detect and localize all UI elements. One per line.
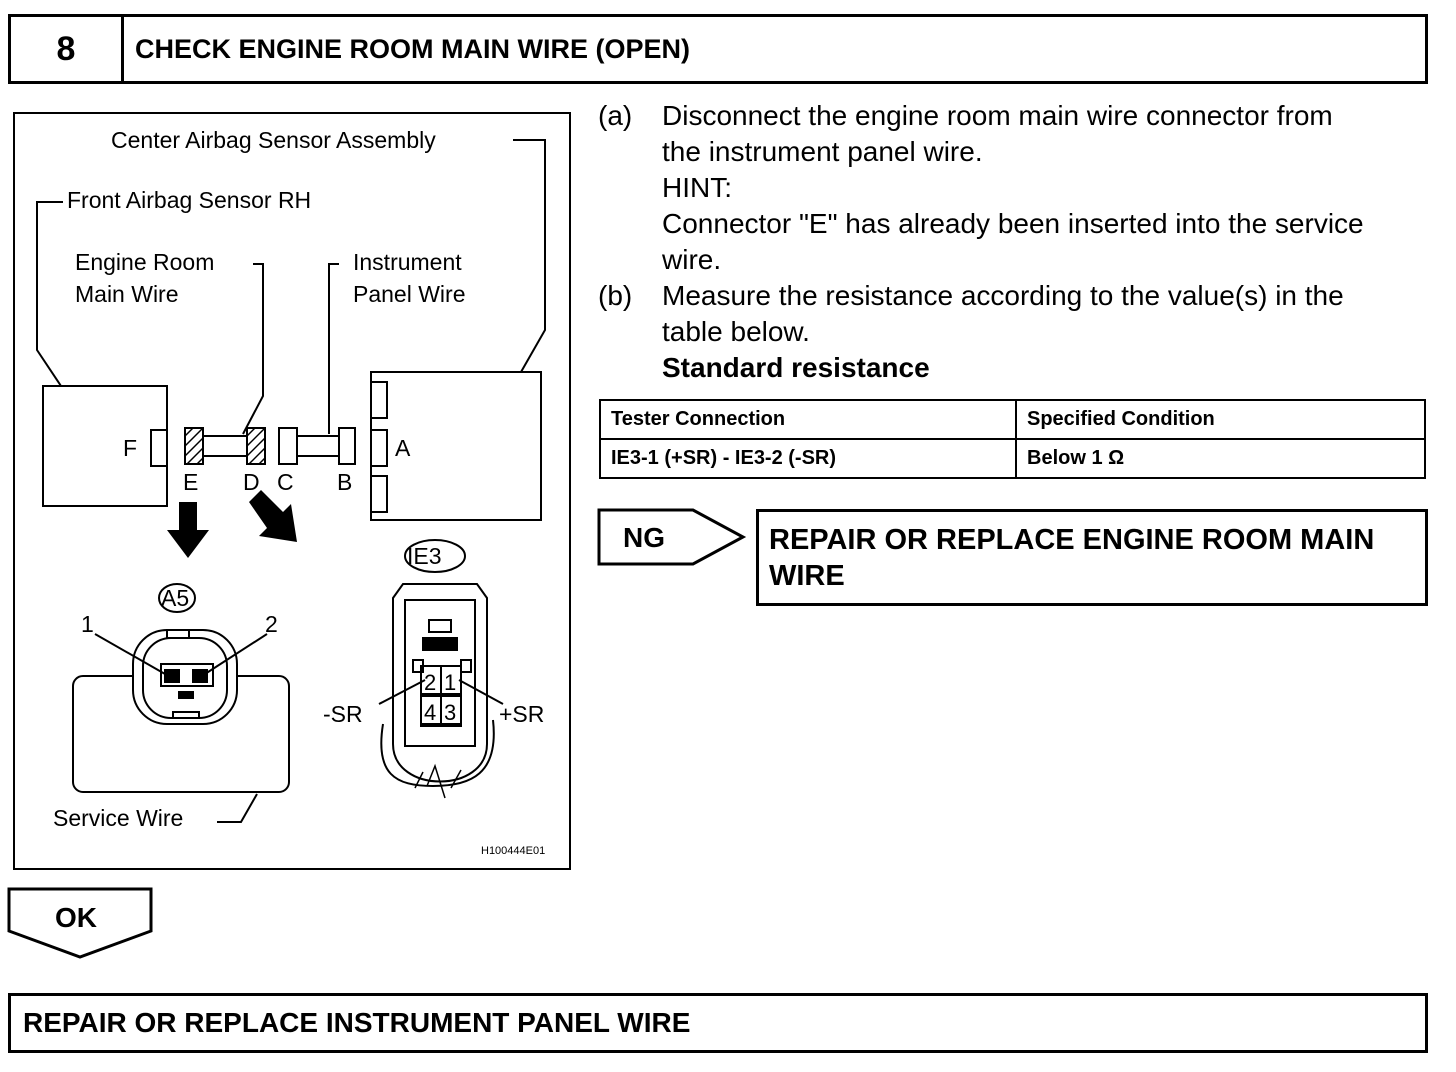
standard-label: Standard resistance xyxy=(662,352,930,383)
table-cell: Below 1 Ω xyxy=(1015,438,1426,479)
label-engine-room-2: Main Wire xyxy=(75,281,179,307)
ng-label: NG xyxy=(623,522,665,553)
ng-action-box: REPAIR OR REPLACE ENGINE ROOM MAIN WIRE xyxy=(756,509,1428,606)
wiring-figure: Center Airbag Sensor Assembly Front Airb… xyxy=(13,112,571,870)
final-action-text: REPAIR OR REPLACE INSTRUMENT PANEL WIRE xyxy=(23,1007,691,1038)
label-connector-c: C xyxy=(277,469,294,495)
ok-arrow-icon: OK xyxy=(7,887,153,959)
label-front-sensor: Front Airbag Sensor RH xyxy=(67,187,311,213)
label-connector-a: A xyxy=(395,435,411,461)
hint-line-1: Connector "E" has already been inserted … xyxy=(662,208,1364,239)
step-number: 8 xyxy=(11,17,124,81)
ng-action-line-2: WIRE xyxy=(769,560,845,592)
ok-label: OK xyxy=(55,902,97,933)
ie3-connector-icon xyxy=(378,539,504,799)
ng-action-line-1: REPAIR OR REPLACE ENGINE ROOM MAIN xyxy=(769,524,1375,556)
wiring-diagram: Center Airbag Sensor Assembly Front Airb… xyxy=(36,127,546,857)
instruction-b-line-2: table below. xyxy=(662,316,810,347)
instruction-a-line-1: Disconnect the engine room main wire con… xyxy=(662,100,1333,131)
connector-f-shape xyxy=(150,429,168,467)
label-minus-sr: -SR xyxy=(323,701,363,727)
label-plus-sr: +SR xyxy=(499,701,544,727)
connector-c-shape xyxy=(278,427,298,465)
arrow-down-icon xyxy=(167,502,209,558)
step-title: CHECK ENGINE ROOM MAIN WIRE (OPEN) xyxy=(135,33,691,64)
figure-id: H100444E01 xyxy=(481,845,545,857)
label-connector-f: F xyxy=(123,435,137,461)
connector-a-top xyxy=(370,381,388,419)
instrument-leader xyxy=(328,263,339,434)
table-cell: IE3-1 (+SR) - IE3-2 (-SR) xyxy=(599,438,1017,479)
label-pin-1: 1 xyxy=(81,611,94,637)
label-ie3-pin-1: 1 xyxy=(444,670,456,695)
spec-table: Tester Connection Specified Condition IE… xyxy=(599,399,1426,479)
label-engine-room-1: Engine Room xyxy=(75,249,214,275)
label-ie3-pin-4: 4 xyxy=(424,700,436,725)
instruction-a-line-2: the instrument panel wire. xyxy=(662,136,983,167)
label-ie3-pin-3: 3 xyxy=(444,700,456,725)
front-sensor-box xyxy=(42,385,168,507)
table-header-row: Tester Connection Specified Condition xyxy=(599,399,1426,440)
label-a5: A5 xyxy=(161,585,189,611)
label-center-sensor: Center Airbag Sensor Assembly xyxy=(111,127,436,153)
center-sensor-leader xyxy=(513,139,546,373)
arrow-diagonal-icon xyxy=(249,490,297,542)
a5-connector-icon xyxy=(72,583,290,793)
hint-line-2: wire. xyxy=(662,244,722,275)
label-connector-b: B xyxy=(337,469,352,495)
table-row: IE3-1 (+SR) - IE3-2 (-SR) Below 1 Ω xyxy=(599,438,1426,479)
instruction-b-letter: (b) xyxy=(598,280,633,311)
table-header-cell: Specified Condition xyxy=(1015,399,1426,440)
label-pin-2: 2 xyxy=(265,611,278,637)
engine-room-leader xyxy=(242,263,264,435)
label-instrument-1: Instrument xyxy=(353,249,462,275)
ng-arrow-icon: NG xyxy=(597,508,747,566)
connector-b-shape xyxy=(338,427,356,465)
label-instrument-2: Panel Wire xyxy=(353,281,465,307)
label-ie3-pin-2: 2 xyxy=(424,670,436,695)
instruction-a-letter: (a) xyxy=(598,100,633,131)
front-sensor-leader xyxy=(36,201,63,387)
hint-label: HINT: xyxy=(662,172,732,203)
label-connector-d: D xyxy=(243,469,260,495)
service-wire-leader xyxy=(217,793,258,823)
connector-a-shape xyxy=(370,429,388,467)
connector-a-bottom xyxy=(370,475,388,513)
instruction-b-line-1: Measure the resistance according to the … xyxy=(662,280,1344,311)
final-action-box: REPAIR OR REPLACE INSTRUMENT PANEL WIRE xyxy=(8,993,1428,1053)
label-service-wire: Service Wire xyxy=(53,805,183,831)
label-ie3: IE3 xyxy=(407,543,442,569)
label-connector-e: E xyxy=(183,469,198,495)
step-header: 8 CHECK ENGINE ROOM MAIN WIRE (OPEN) xyxy=(8,14,1428,84)
table-header-cell: Tester Connection xyxy=(599,399,1017,440)
